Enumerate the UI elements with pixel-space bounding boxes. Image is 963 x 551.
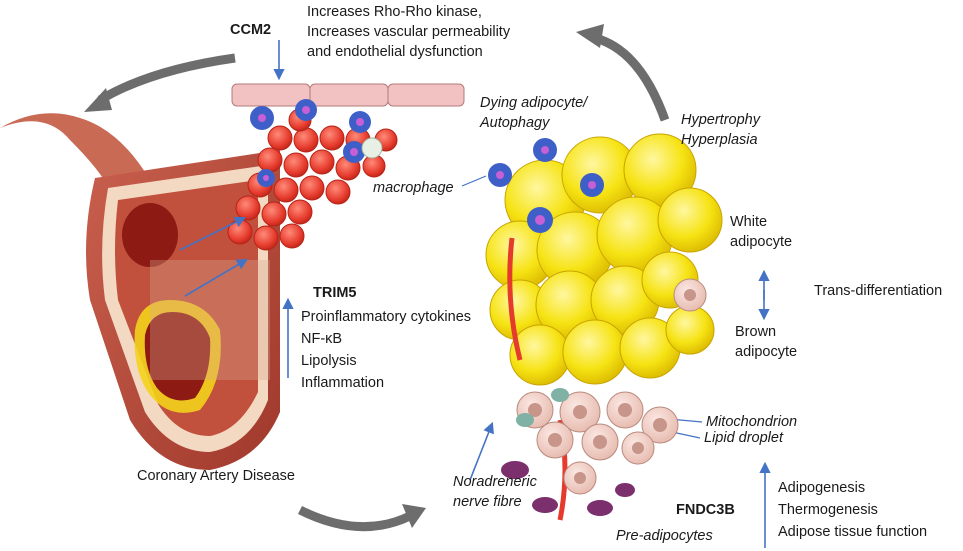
nerve-fibre-label: Noradreneric nerve fibre (453, 472, 537, 512)
label-line: White (730, 214, 768, 230)
lipid-droplet-label: Lipid droplet (704, 430, 783, 446)
label-line: Hypertrophy (681, 112, 760, 128)
ccm2-effect: Increases Rho-Rho kinase, (307, 4, 482, 20)
trim5-effect: Inflammation (301, 375, 385, 391)
white-adipocyte-label: White adipocyte (730, 212, 792, 252)
blue-arrows (179, 40, 771, 548)
label-line: Hyperplasia (681, 132, 758, 148)
trim5-effects: Proinflammatory cytokines NF-κB Lipolysi… (301, 306, 471, 394)
hypertrophy-label: Hypertrophy Hyperplasia (681, 110, 760, 150)
curved-arrow-top-right (576, 24, 670, 122)
fndc3b-effect: Adipose tissue function (778, 524, 928, 540)
label-line: adipocyte (730, 234, 793, 250)
endothelium (231, 83, 465, 107)
fndc3b-effect: Adipogenesis (778, 480, 866, 496)
pre-adipocytes (501, 388, 635, 516)
ccm2-effect: Increases vascular permeability (307, 24, 511, 40)
trim5-effect: Lipolysis (301, 353, 357, 369)
vessel-macrophages (250, 99, 383, 187)
fndc3b-effects: Adipogenesis Thermogenesis Adipose tissu… (778, 477, 927, 543)
label-line: Brown (735, 324, 777, 340)
trim5-gene-label: TRIM5 (313, 285, 357, 301)
macrophage-label: macrophage (373, 180, 454, 196)
curved-arrow-top-left (84, 53, 236, 112)
label-line: adipocyte (735, 344, 798, 360)
curved-arrow-bottom (297, 504, 426, 532)
artery-illustration (0, 113, 280, 470)
white-adipocytes (485, 133, 723, 386)
adipose-macrophages (488, 138, 604, 233)
label-line: Dying adipocyte/ (480, 95, 588, 111)
coronary-artery-disease-label: Coronary Artery Disease (137, 468, 295, 484)
dying-adipocyte-label: Dying adipocyte/ Autophagy (480, 93, 587, 133)
label-line: Noradreneric (453, 474, 537, 490)
ccm2-effect: and endothelial dysfunction (307, 44, 483, 60)
ccm2-effects: Increases Rho-Rho kinase, Increases vasc… (307, 2, 510, 62)
label-line: nerve fibre (453, 494, 522, 510)
brown-adipocyte-label: Brown adipocyte (735, 322, 797, 362)
trim5-effect: NF-κB (301, 331, 343, 347)
ccm2-gene-label: CCM2 (230, 22, 272, 38)
mitochondrion-label: Mitochondrion (706, 414, 798, 430)
label-line: Autophagy (480, 115, 550, 131)
fndc3b-effect: Thermogenesis (778, 502, 878, 518)
trans-differentiation-label: Trans-differentiation (814, 283, 943, 299)
pre-adipocytes-label: Pre-adipocytes (616, 528, 713, 544)
trim5-effect: Proinflammatory cytokines (301, 309, 472, 325)
fndc3b-gene-label: FNDC3B (676, 502, 735, 518)
lipid-droplets (528, 289, 696, 484)
